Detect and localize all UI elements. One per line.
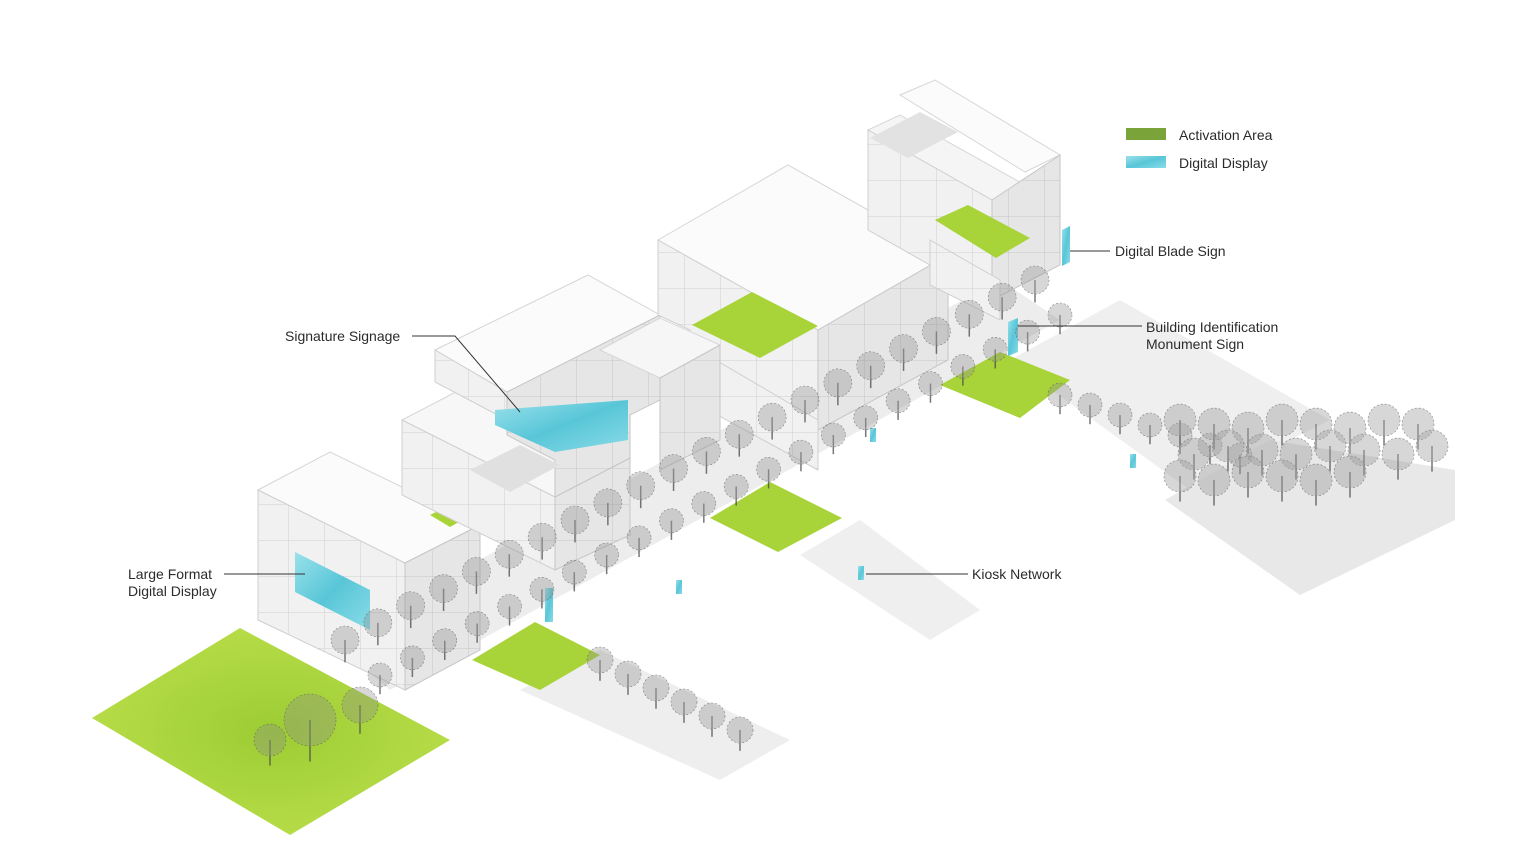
tree-canopy <box>368 663 392 687</box>
tree-canopy <box>1232 456 1264 488</box>
tree-canopy <box>615 661 641 687</box>
tree-canopy <box>1108 403 1132 427</box>
svg-text:Activation Area: Activation Area <box>1179 127 1273 143</box>
svg-text:Large Format: Large Format <box>128 566 212 582</box>
tree-canopy <box>1266 404 1298 436</box>
tree-canopy <box>587 647 613 673</box>
tree-canopy <box>627 526 651 550</box>
tree-canopy <box>857 352 885 380</box>
tree-canopy <box>692 437 720 465</box>
tree-canopy <box>1314 430 1346 462</box>
tree-canopy <box>1266 460 1298 492</box>
svg-text:Digital Display: Digital Display <box>128 583 217 599</box>
tree-canopy <box>758 403 786 431</box>
kiosk <box>676 580 682 594</box>
tree-canopy <box>1138 413 1162 437</box>
svg-text:Monument Sign: Monument Sign <box>1146 336 1244 352</box>
tree-canopy <box>1416 430 1448 462</box>
svg-text:Building Identification: Building Identification <box>1146 319 1278 335</box>
tree-canopy <box>1016 320 1040 344</box>
svg-text:Digital Display: Digital Display <box>1179 155 1268 171</box>
tree-canopy <box>1048 383 1072 407</box>
tree-canopy <box>821 423 845 447</box>
tree-canopy <box>983 337 1007 361</box>
kiosk <box>858 566 864 580</box>
tree-canopy <box>757 457 781 481</box>
tree-canopy <box>594 489 622 517</box>
tree-canopy <box>1078 393 1102 417</box>
svg-text:Signature Signage: Signature Signage <box>285 328 400 344</box>
tree-canopy <box>1212 430 1244 462</box>
tree-canopy <box>528 523 556 551</box>
tree-canopy <box>627 472 655 500</box>
kiosk <box>870 428 876 442</box>
legend: Activation Area Digital Display <box>1126 127 1273 171</box>
tree-canopy <box>824 369 852 397</box>
tree-canopy <box>433 629 457 653</box>
tree-canopy <box>495 540 523 568</box>
tree-canopy <box>561 506 589 534</box>
tree-canopy <box>692 492 716 516</box>
tree-canopy <box>1198 464 1230 496</box>
tree-canopy <box>854 406 878 430</box>
tree-canopy <box>397 592 425 620</box>
tree-canopy <box>530 577 554 601</box>
tree-canopy <box>1164 404 1196 436</box>
tree-canopy <box>1021 266 1049 294</box>
tree-canopy <box>890 335 918 363</box>
tree-canopy <box>498 594 522 618</box>
tree-canopy <box>660 455 688 483</box>
tree-canopy <box>699 703 725 729</box>
tree-canopy <box>1164 460 1196 492</box>
tree-canopy <box>284 694 336 746</box>
tree-canopy <box>364 609 392 637</box>
tree-canopy <box>955 300 983 328</box>
digital-blade-sign <box>1062 226 1070 266</box>
tree-canopy <box>725 420 753 448</box>
tree-canopy <box>671 689 697 715</box>
tree-canopy <box>643 675 669 701</box>
tree-canopy <box>1300 464 1332 496</box>
svg-text:Kiosk Network: Kiosk Network <box>972 566 1062 582</box>
tree-canopy <box>951 354 975 378</box>
tree-canopy <box>1048 303 1072 327</box>
tree-canopy <box>789 440 813 464</box>
tree-canopy <box>465 612 489 636</box>
tree-canopy <box>342 687 378 723</box>
tree-canopy <box>922 317 950 345</box>
tree-canopy <box>791 386 819 414</box>
tree-canopy <box>331 626 359 654</box>
tree-canopy <box>254 724 286 756</box>
tree-canopy <box>1382 438 1414 470</box>
kiosk <box>1130 454 1136 468</box>
legend-swatch-digital-display <box>1126 156 1166 168</box>
tree-canopy <box>886 389 910 413</box>
tree-canopy <box>595 543 619 567</box>
tree-canopy <box>727 717 753 743</box>
tree-canopy <box>1368 404 1400 436</box>
tree-canopy <box>1334 456 1366 488</box>
legend-swatch-activation-area <box>1126 128 1166 140</box>
tree-canopy <box>462 557 490 585</box>
tree-canopy <box>659 509 683 533</box>
tree-canopy <box>430 575 458 603</box>
tree-canopy <box>918 372 942 396</box>
tree-canopy <box>724 474 748 498</box>
tree-canopy <box>400 646 424 670</box>
tree-canopy <box>562 560 586 584</box>
tree-canopy <box>988 283 1016 311</box>
svg-text:Digital Blade Sign: Digital Blade Sign <box>1115 243 1226 259</box>
callout-digital-blade-sign: Digital Blade Sign <box>1070 243 1226 259</box>
